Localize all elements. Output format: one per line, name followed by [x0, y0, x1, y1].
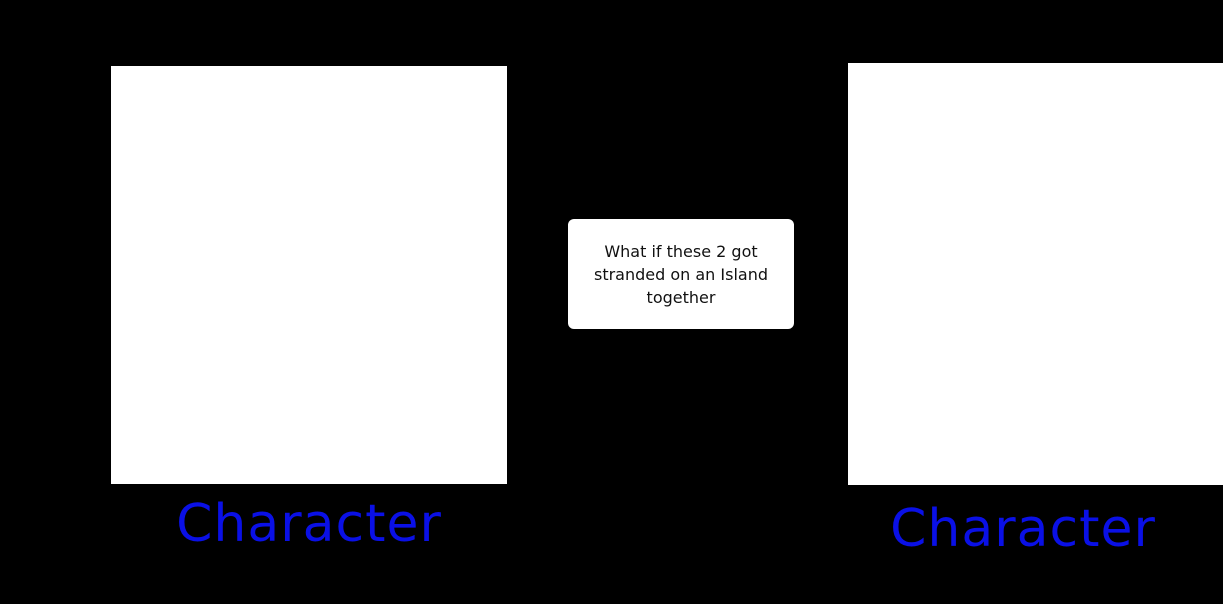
- right-character-image-placeholder: [848, 63, 1223, 485]
- caption-text: What if these 2 got stranded on an Islan…: [593, 241, 769, 307]
- right-character-label: Character: [890, 499, 1156, 559]
- left-character-image-placeholder: [111, 66, 507, 484]
- caption-box: What if these 2 got stranded on an Islan…: [568, 219, 794, 329]
- left-character-label: Character: [176, 494, 442, 554]
